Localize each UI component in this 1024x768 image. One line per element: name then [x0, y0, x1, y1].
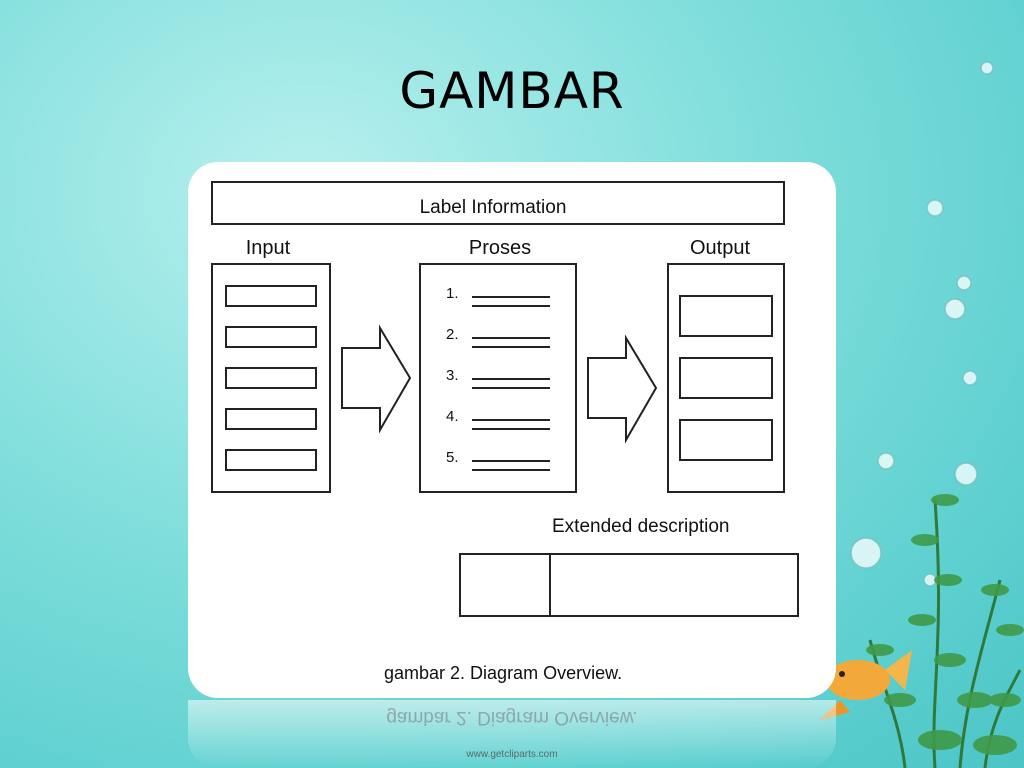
diagram-card: Label Information Input Proses Output 1.…: [188, 162, 836, 698]
input-box: [211, 263, 331, 493]
slide-title: GAMBAR: [399, 62, 625, 120]
input-field: [225, 408, 317, 430]
bubble: [850, 537, 882, 569]
process-step-number: 5.: [446, 449, 459, 466]
bubbles: [850, 61, 994, 587]
bubble: [954, 462, 978, 486]
input-field: [225, 285, 317, 307]
input-field: [225, 449, 317, 471]
input-label: Input: [246, 237, 291, 259]
diagram-overview: Label Information Input Proses Output 1.…: [211, 181, 799, 683]
output-field: [679, 357, 773, 399]
process-step-number: 4.: [446, 408, 459, 425]
input-field: [225, 367, 317, 389]
bubble: [956, 275, 972, 291]
output-label: Output: [690, 237, 750, 259]
process-step-number: 2.: [446, 326, 459, 343]
output-box: [667, 263, 785, 493]
bubble: [962, 370, 978, 386]
process-step-number: 3.: [446, 367, 459, 384]
bubble: [926, 199, 944, 217]
watermark: www.getcliparts.com: [466, 749, 558, 760]
arrow-input-to-proses: [341, 324, 412, 434]
proses-label: Proses: [469, 237, 531, 259]
proses-box: [419, 263, 577, 493]
label-information-box: [211, 181, 785, 225]
extended-description-box: [459, 553, 799, 617]
bubble: [980, 61, 994, 75]
label-information-text: Label Information: [420, 197, 567, 218]
output-field: [679, 295, 773, 337]
input-field: [225, 326, 317, 348]
process-step-lines: [472, 296, 550, 471]
diagram-caption: gambar 2. Diagram Overview.: [384, 663, 622, 683]
seaweed-leaves: [866, 494, 1024, 755]
bubble: [944, 298, 966, 320]
caption-reflection: gambar 2. Diagram Overview.: [386, 707, 638, 728]
card-reflection: gambar 2. Diagram Overview.: [188, 700, 836, 768]
extended-description-label: Extended description: [552, 516, 729, 537]
arrow-proses-to-output: [587, 334, 658, 444]
bubble: [877, 452, 895, 470]
seaweed-plant: [868, 499, 1022, 768]
output-field: [679, 419, 773, 461]
process-step-number: 1.: [446, 285, 459, 302]
